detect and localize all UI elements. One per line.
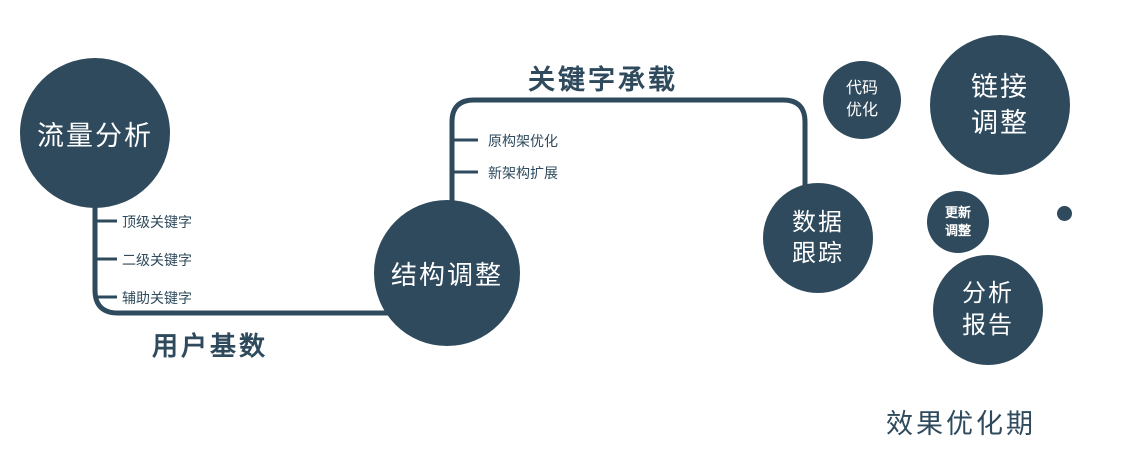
data-tracking-label-line2: 跟踪 xyxy=(792,240,844,267)
user-base-edge-label: 用户基数 xyxy=(152,331,269,361)
structure-to-tracking-connector xyxy=(449,97,808,215)
traffic-branch-label-secondary-keywords: 二级关键字 xyxy=(122,252,192,268)
small-dot-marker xyxy=(1057,206,1072,221)
structure-branch-label-new-expand: 新架构扩展 xyxy=(488,165,558,181)
traffic-analysis-label: 流量分析 xyxy=(37,120,153,151)
analysis-report-node: 分析 报告 xyxy=(933,255,1043,365)
update-adjust-label-line1: 更新 xyxy=(944,204,971,220)
update-adjust-node: 更新 调整 xyxy=(927,191,989,253)
analysis-report-label-line2: 报告 xyxy=(962,312,1014,339)
data-tracking-label-line1: 数据 xyxy=(792,208,844,236)
traffic-branch-label-auxiliary-keywords: 辅助关键字 xyxy=(122,290,192,306)
link-adjust-label-line1: 链接 xyxy=(971,71,1029,102)
code-optimization-label-line1: 代码 xyxy=(845,80,878,98)
effect-optimization-period-label: 效果优化期 xyxy=(886,409,1036,439)
link-adjust-label-line2: 调整 xyxy=(971,108,1029,138)
code-optimization-label-line2: 优化 xyxy=(845,102,878,119)
link-adjust-node: 链接 调整 xyxy=(930,35,1070,175)
structure-branch-label-original-optimize: 原构架优化 xyxy=(488,133,558,149)
data-tracking-node: 数据 跟踪 xyxy=(763,183,873,293)
structure-adjust-node: 结构调整 xyxy=(374,200,520,346)
analysis-report-label-line1: 分析 xyxy=(962,279,1014,307)
structure-adjust-label: 结构调整 xyxy=(390,259,503,290)
traffic-branch-label-top-keywords: 顶级关键字 xyxy=(122,214,192,230)
code-optimization-node: 代码 优化 xyxy=(823,61,901,139)
keyword-carry-edge-label: 关键字承载 xyxy=(528,65,678,95)
update-adjust-label-line2: 调整 xyxy=(944,223,971,238)
traffic-analysis-node: 流量分析 xyxy=(20,58,170,208)
